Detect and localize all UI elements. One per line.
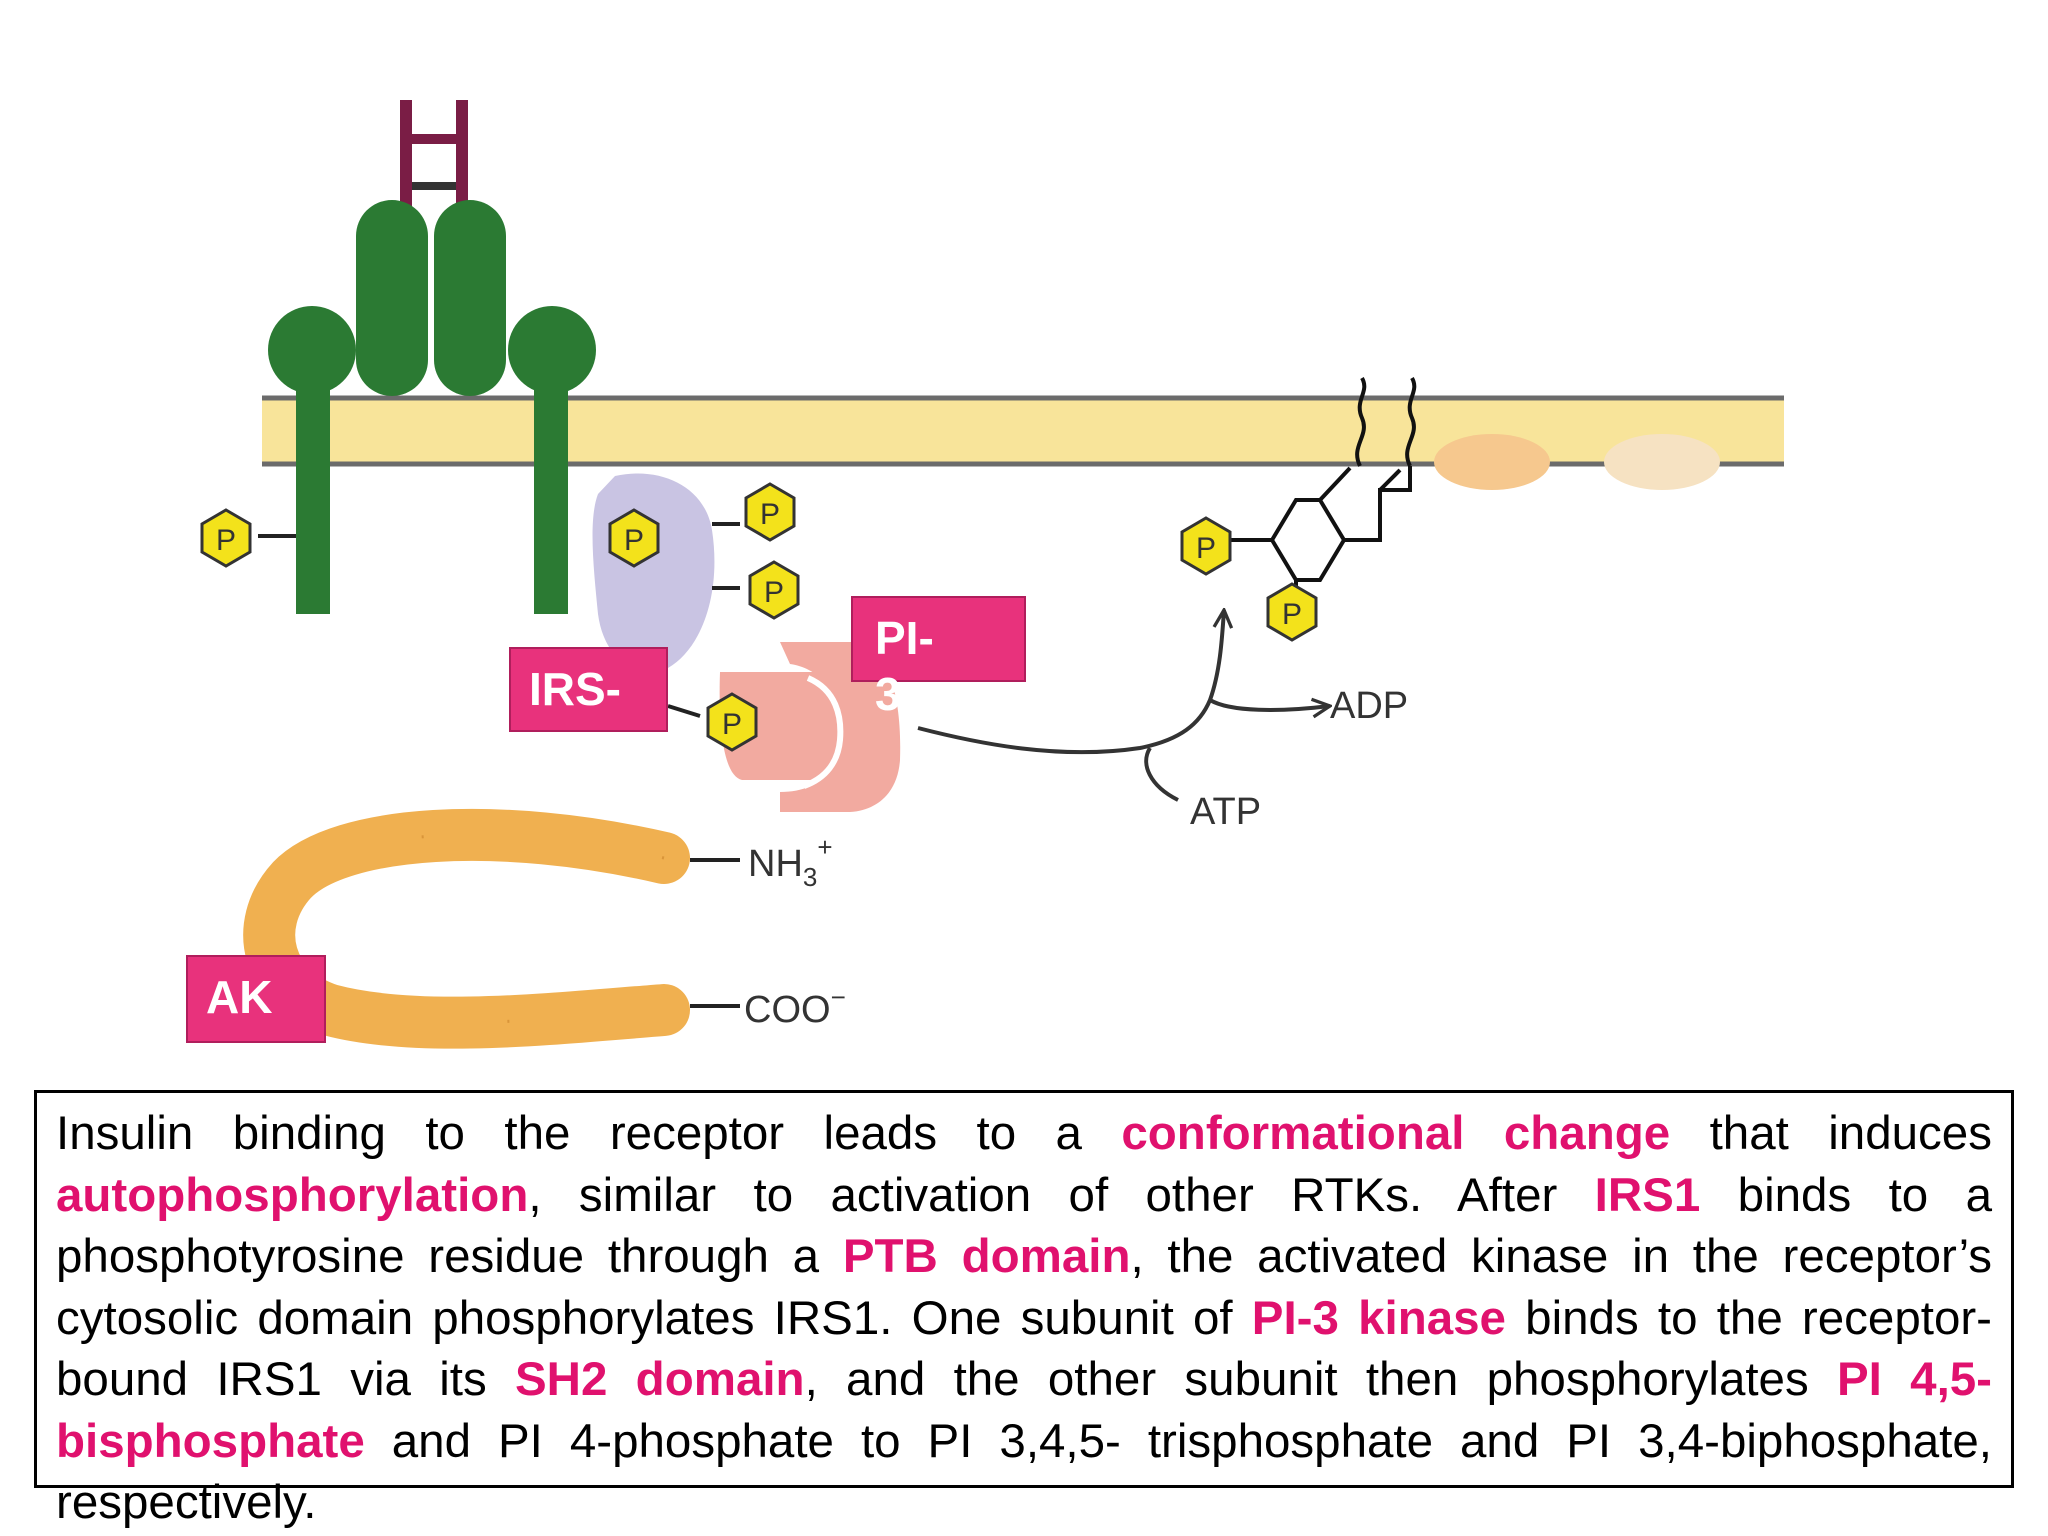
plasma-membrane xyxy=(262,395,1784,490)
caption-highlight: conformational change xyxy=(1121,1107,1671,1160)
phosphate-label: P xyxy=(1196,532,1216,565)
caption-run: that induces xyxy=(1670,1107,1992,1160)
akt-protein xyxy=(243,808,740,1049)
atp-label: ATP xyxy=(1190,791,1261,833)
nh3-base: NH xyxy=(748,843,803,885)
pi3-label-box xyxy=(851,596,1026,682)
phosphate-irs-3: P xyxy=(748,560,800,620)
phosphate-label: P xyxy=(722,708,742,741)
caption-highlight: autophosphorylation xyxy=(56,1168,529,1222)
caption-run: Insulin binding to the receptor leads to… xyxy=(56,1107,1122,1160)
pi3-label-text: PI-3 xyxy=(875,612,934,720)
pip-lipid xyxy=(1228,377,1417,594)
caption-highlight: PI-3 kinase xyxy=(1251,1291,1506,1345)
caption-highlight: PTB domain xyxy=(842,1230,1131,1283)
pi3-label: PI-3 xyxy=(851,596,1026,720)
phosphate-label: P xyxy=(1282,598,1302,631)
adp-label: ADP xyxy=(1330,685,1408,727)
irs-label: IRS- xyxy=(509,647,668,732)
coo-superscript: − xyxy=(831,982,846,1012)
phosphate-pip-1: P xyxy=(1180,516,1232,576)
irs-label-text: IRS- xyxy=(529,663,621,715)
caption-run: binds to the receptor-bound IRS1 via its xyxy=(56,1291,1992,1407)
caption-highlight: IRS1 xyxy=(1594,1168,1701,1222)
caption-highlight: PI 4,5-bisphosphate xyxy=(56,1353,1992,1468)
caption-highlight: SH2 domain xyxy=(515,1353,805,1406)
phosphate-label: P xyxy=(764,576,784,609)
phosphate-receptor: P xyxy=(200,508,252,568)
lipid-head-2 xyxy=(1604,434,1720,490)
insulin-signaling-diagram: P P P P P P P ADP ATP NH3+ COO− xyxy=(200,100,1784,1049)
caption-box xyxy=(34,1090,2014,1488)
caption-run: , the activated kinase in the receptor’s… xyxy=(56,1230,1993,1345)
phosphate-label: P xyxy=(624,524,644,557)
nh3-label: NH3+ xyxy=(748,832,833,892)
pi3-kinase xyxy=(719,642,901,812)
insulin-receptor xyxy=(258,100,596,614)
phosphate-irs-2: P xyxy=(744,482,796,542)
caption-run: and PI 4-phosphate to PI 3,4,5- trisphos… xyxy=(56,1414,1992,1530)
coo-label: COO− xyxy=(744,982,846,1031)
phosphate-label: P xyxy=(760,498,780,531)
caption-run: , similar to activation of other RTKs. A… xyxy=(528,1168,1595,1222)
akt-label: AK xyxy=(186,955,326,1043)
reaction-arrows xyxy=(917,610,1330,802)
caption-text: Insulin binding to the receptor leads to… xyxy=(56,1103,1992,1534)
phosphate-irs-4: P xyxy=(706,692,758,752)
caption-run: , and the other subunit then phosphoryla… xyxy=(804,1353,1837,1406)
caption-run: binds to a phosphotyrosine residue throu… xyxy=(56,1168,1992,1284)
phosphate-irs-1: P xyxy=(608,508,660,568)
coo-base: COO xyxy=(744,989,831,1031)
nh3-subscript: 3 xyxy=(803,862,817,892)
phosphate-pip-2: P xyxy=(1266,582,1318,642)
nh3-superscript: + xyxy=(817,832,832,862)
lipid-head-1 xyxy=(1434,434,1550,490)
phosphate-label: P xyxy=(216,524,236,557)
insulin-ligand xyxy=(400,100,468,212)
akt-label-text: AK xyxy=(206,971,273,1023)
